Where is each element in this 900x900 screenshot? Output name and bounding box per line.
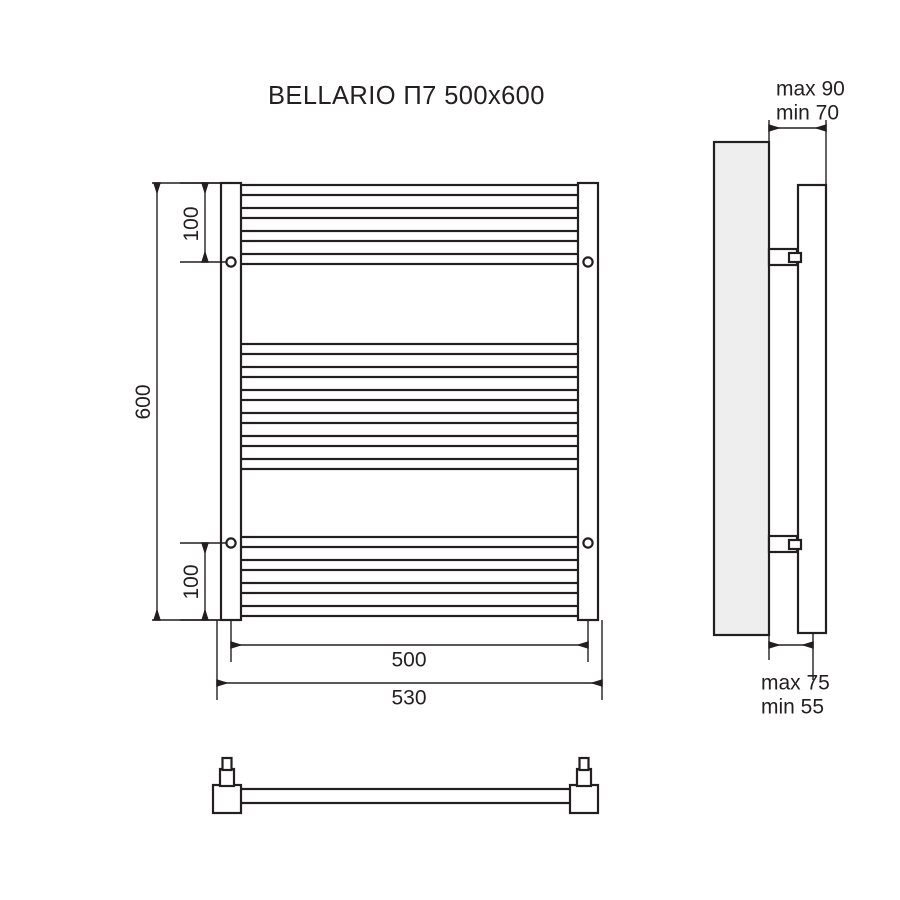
dimension-inner-width: 500	[230, 620, 589, 672]
dimension-bottom-projection: max 75 min 55	[761, 552, 830, 719]
rung-bar	[236, 206, 583, 220]
connector-end-right	[568, 756, 600, 815]
rung-bar	[236, 434, 583, 448]
mount-hole-top-right	[582, 256, 594, 268]
rung-bar	[236, 604, 583, 618]
dimension-value-top-offset: 100	[180, 206, 203, 241]
bracket-stud	[787, 251, 803, 264]
rung-group-middle	[236, 342, 583, 471]
bottom-plan-detail-view	[211, 756, 600, 815]
rung-bar	[236, 183, 583, 197]
connector-bar	[228, 787, 577, 805]
dimension-value-bottom-max: max 75	[761, 672, 830, 695]
end-block	[211, 783, 243, 815]
bracket-lower	[767, 534, 803, 554]
rung-group-bottom	[236, 535, 583, 618]
stud-upper	[221, 756, 233, 772]
dimension-value-outer-width: 530	[391, 687, 426, 710]
mount-hole-top-left	[225, 256, 237, 268]
dimension-value-inner-width: 500	[391, 649, 426, 672]
rung-group-top	[236, 183, 583, 266]
stud-lower	[218, 767, 236, 788]
stud-lower	[575, 767, 593, 788]
dimension-value-top-max: max 90	[776, 78, 845, 101]
rung-bar	[236, 229, 583, 243]
bracket-upper	[767, 247, 803, 267]
dimension-bottom-mount-offset: 100	[180, 542, 226, 621]
dimension-value-top-min: min 70	[776, 102, 839, 125]
page-title: BELLARIO П7 500x600	[268, 82, 545, 110]
rung-bar	[236, 558, 583, 572]
end-block	[568, 783, 600, 815]
rung-bar	[236, 388, 583, 402]
rung-bar	[236, 581, 583, 595]
mount-hole-bottom-left	[225, 537, 237, 549]
dimension-overall-height: 600	[132, 182, 230, 621]
bracket-stud	[787, 538, 803, 551]
dimension-top-mount-offset: 100	[180, 182, 226, 263]
stud-upper	[578, 756, 590, 772]
front-elevation-view: 600 100 100 500	[132, 181, 603, 710]
connector-end-left	[211, 756, 243, 815]
left-vertical-rail	[219, 181, 243, 622]
dimension-top-projection: max 90 min 70	[768, 78, 845, 250]
rung-bar	[236, 252, 583, 266]
wall-panel-block	[712, 140, 771, 637]
right-vertical-rail	[576, 181, 600, 622]
dimension-value-bottom-offset: 100	[180, 564, 203, 599]
dimension-value-height: 600	[132, 384, 155, 419]
side-rail-profile	[796, 183, 828, 635]
rung-bar	[236, 535, 583, 549]
rung-bar	[236, 342, 583, 356]
dimension-outer-width: 530	[216, 620, 603, 710]
rung-bar	[236, 457, 583, 471]
mount-hole-bottom-right	[582, 537, 594, 549]
side-elevation-view: max 90 min 70 max 75 min 55	[712, 78, 845, 719]
rung-bar	[236, 365, 583, 379]
rung-bar	[236, 411, 583, 425]
dimension-value-bottom-min: min 55	[761, 696, 824, 719]
